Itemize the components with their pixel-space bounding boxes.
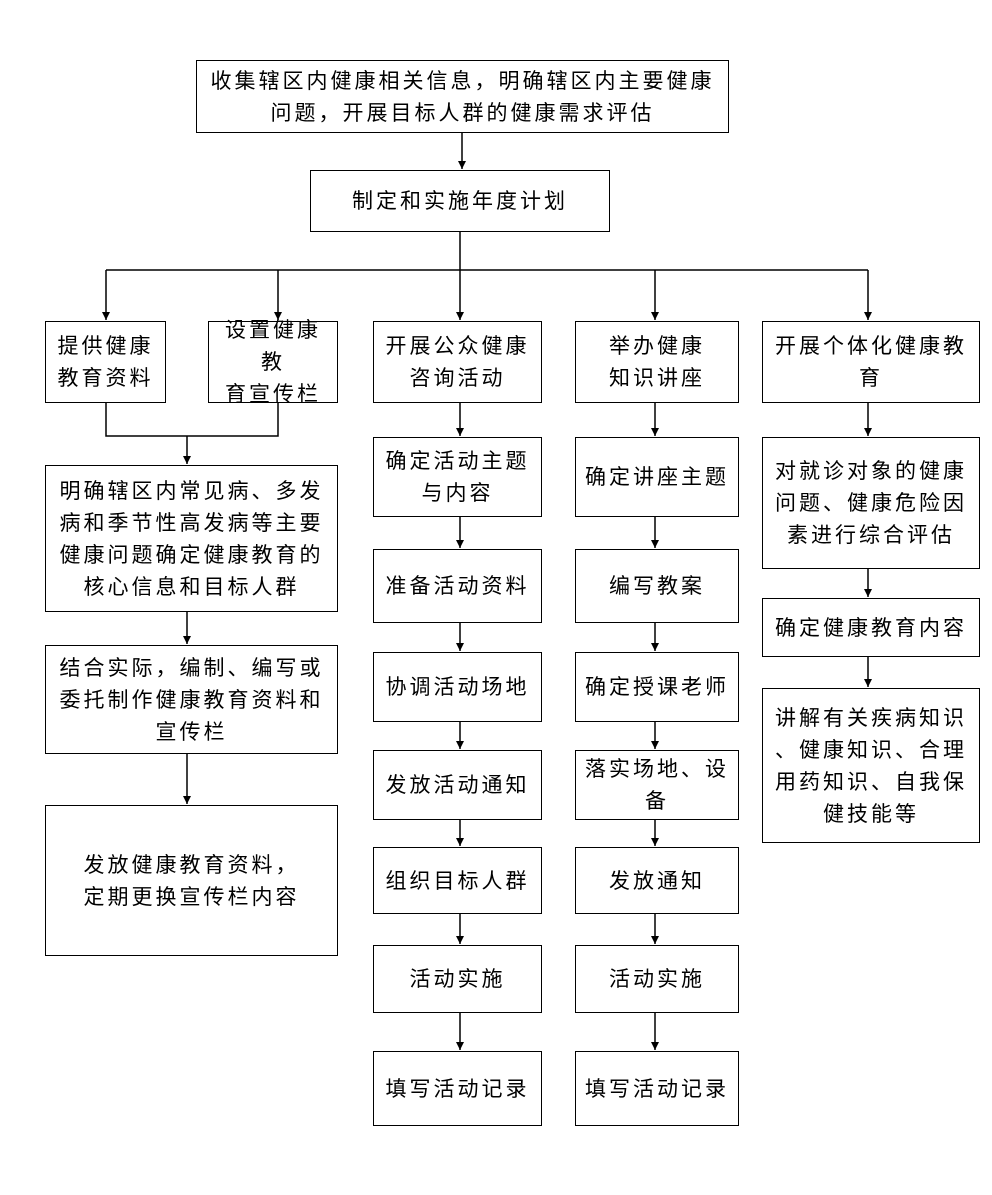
collect-info-node: 收集辖区内健康相关信息，明确辖区内主要健康 问题，开展目标人群的健康需求评估 <box>196 60 729 133</box>
clarify-core-node: 明确辖区内常见病、多发 病和季节性高发病等主要 健康问题确定健康教育的 核心信息… <box>45 465 338 612</box>
public-consult-node: 开展公众健康 咨询活动 <box>373 321 542 403</box>
activity-organize-node: 组织目标人群 <box>373 847 542 914</box>
activity-theme-node: 确定活动主题 与内容 <box>373 437 542 517</box>
lecture-theme-node: 确定讲座主题 <box>575 437 739 517</box>
annual-plan-node: 制定和实施年度计划 <box>310 170 610 232</box>
lecture-notice-node: 发放通知 <box>575 847 739 914</box>
compile-materials-node: 结合实际，编制、编写或 委托制作健康教育资料和 宣传栏 <box>45 645 338 754</box>
activity-implement-node: 活动实施 <box>373 945 542 1013</box>
activity-record-node: 填写活动记录 <box>373 1051 542 1126</box>
distribute-node: 发放健康教育资料， 定期更换宣传栏内容 <box>45 805 338 956</box>
activity-prepare-node: 准备活动资料 <box>373 549 542 623</box>
lecture-implement-node: 活动实施 <box>575 945 739 1013</box>
set-board-node: 设置健康教 育宣传栏 <box>208 318 338 406</box>
individual-explain-node: 讲解有关疾病知识 、健康知识、合理 用药知识、自我保 健技能等 <box>762 688 980 843</box>
lecture-teacher-node: 确定授课老师 <box>575 652 739 722</box>
lecture-plan-node: 编写教案 <box>575 549 739 623</box>
individual-content-node: 确定健康教育内容 <box>762 598 980 657</box>
provide-materials-node: 提供健康 教育资料 <box>45 321 166 403</box>
activity-venue-node: 协调活动场地 <box>373 652 542 722</box>
lecture-node: 举办健康 知识讲座 <box>575 321 739 403</box>
activity-notice-node: 发放活动通知 <box>373 750 542 820</box>
individual-education-node: 开展个体化健康教 育 <box>762 321 980 403</box>
individual-assess-node: 对就诊对象的健康 问题、健康危险因 素进行综合评估 <box>762 437 980 569</box>
lecture-venue-node: 落实场地、设 备 <box>575 750 739 820</box>
lecture-record-node: 填写活动记录 <box>575 1051 739 1126</box>
connector-line <box>105 403 279 437</box>
